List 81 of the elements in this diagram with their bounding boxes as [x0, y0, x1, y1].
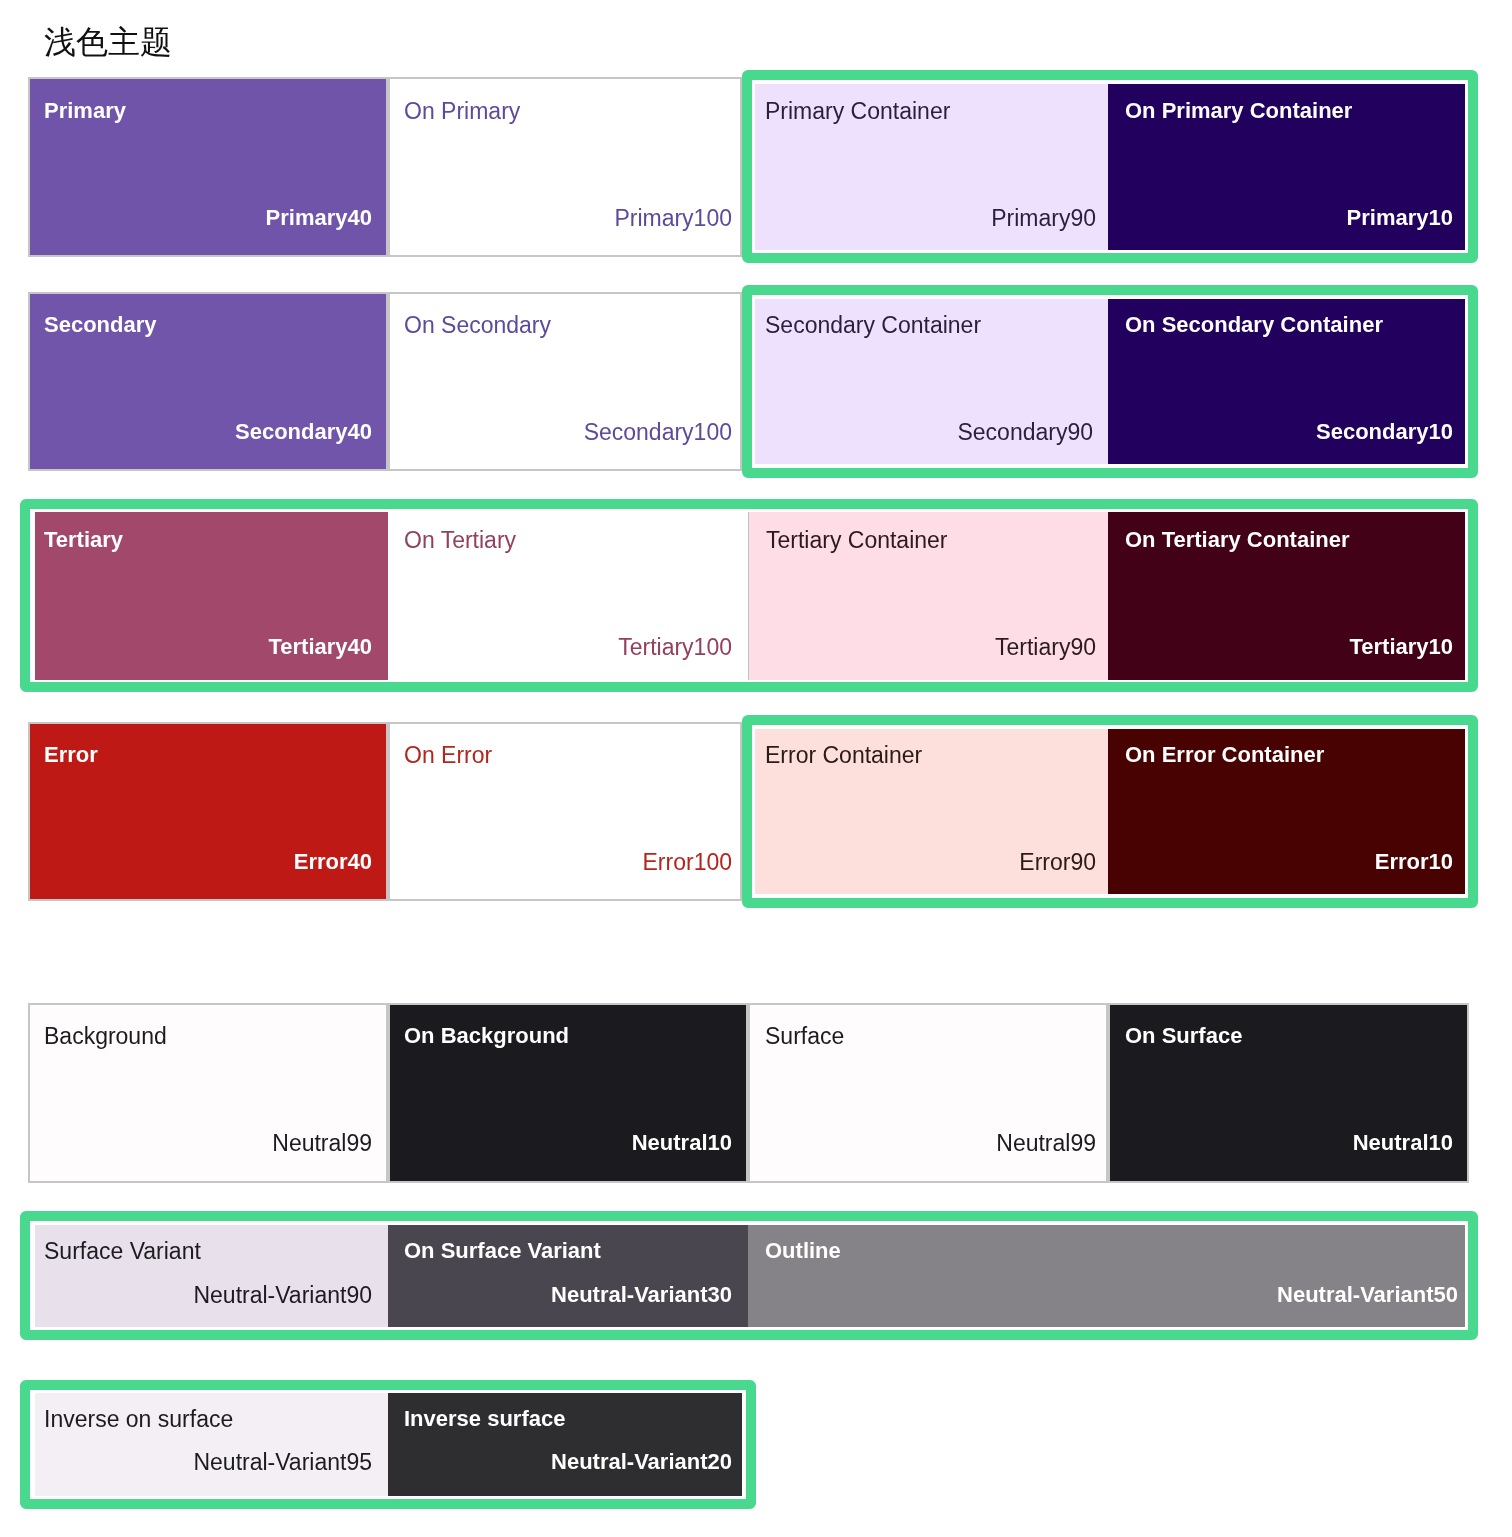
color-swatch [35, 1225, 388, 1327]
color-name: Secondary [44, 312, 157, 338]
tone-label: Neutral99 [996, 1130, 1096, 1156]
color-name: On Primary [404, 98, 521, 124]
color-name: Error Container [765, 742, 923, 768]
tone-label: Secondary100 [583, 419, 732, 445]
color-swatch [1108, 729, 1465, 894]
color-name: Primary Container [765, 98, 951, 124]
color-name: Inverse surface [404, 1406, 566, 1432]
tone-label: Error100 [642, 849, 732, 875]
tone-label: Neutral10 [631, 1130, 732, 1156]
color-name: On Error Container [1125, 742, 1325, 768]
tone-label: Error40 [293, 849, 372, 875]
page-title: 浅色主题 [44, 22, 172, 62]
color-swatch [755, 84, 1108, 250]
color-name: On Background [404, 1023, 569, 1049]
color-name: On Tertiary [404, 527, 517, 553]
color-swatch [28, 722, 388, 901]
color-swatch [388, 722, 742, 901]
tone-label: Primary10 [1346, 205, 1453, 231]
highlight-frame [742, 70, 1478, 263]
highlight-frame [20, 1211, 1478, 1340]
color-name: Outline [765, 1238, 841, 1264]
tone-label: Neutral10 [1352, 1130, 1453, 1156]
tone-label: Neutral-Variant50 [1277, 1282, 1458, 1308]
tone-label: Neutral-Variant20 [551, 1449, 732, 1475]
color-name: On Primary Container [1125, 98, 1353, 124]
highlight-frame [742, 285, 1478, 478]
tone-label: Secondary90 [957, 419, 1093, 445]
color-swatch [748, 1003, 1108, 1183]
tone-label: Tertiary90 [995, 634, 1096, 660]
tone-label: Neutral-Variant30 [551, 1282, 732, 1308]
tone-label: Neutral-Variant95 [193, 1449, 372, 1475]
color-swatch [1108, 299, 1465, 464]
highlight-frame [20, 499, 1478, 692]
color-name: Error [44, 742, 98, 768]
highlight-frame [742, 715, 1478, 908]
color-swatch [35, 512, 388, 680]
tone-label: Secondary10 [1316, 419, 1453, 445]
color-swatch [388, 1225, 748, 1327]
color-name: Inverse on surface [44, 1406, 234, 1432]
color-name: On Surface [1125, 1023, 1243, 1049]
color-swatch [755, 299, 1108, 464]
color-name: Background [44, 1023, 167, 1049]
color-swatch [388, 1393, 742, 1496]
tone-label: Primary90 [991, 205, 1096, 231]
tone-label: Secondary40 [235, 419, 372, 445]
highlight-frame [20, 1380, 756, 1509]
color-swatch [28, 292, 388, 471]
color-name: On Surface Variant [404, 1238, 601, 1264]
color-swatch [755, 729, 1108, 894]
tone-label: Error10 [1374, 849, 1453, 875]
color-name: On Secondary [404, 312, 552, 338]
tone-label: Tertiary10 [1349, 634, 1453, 660]
color-swatch [35, 1393, 388, 1496]
color-name: Surface Variant [44, 1238, 201, 1264]
color-swatch [748, 1225, 1465, 1327]
color-swatch [1108, 84, 1465, 250]
tone-label: Tertiary40 [268, 634, 372, 660]
color-name: Surface [765, 1023, 845, 1049]
color-name: On Tertiary Container [1125, 527, 1350, 553]
color-swatch [388, 1003, 748, 1183]
color-swatch [1108, 512, 1465, 680]
color-name: Tertiary Container [766, 527, 948, 553]
color-swatch [28, 77, 388, 257]
color-name: On Error [404, 742, 493, 768]
tone-label: Neutral99 [272, 1130, 372, 1156]
color-name: On Secondary Container [1125, 312, 1383, 338]
color-name: Tertiary [44, 527, 124, 553]
color-name: Secondary Container [765, 312, 982, 338]
color-swatch [388, 77, 742, 257]
tone-label: Tertiary100 [618, 634, 732, 660]
tone-label: Primary100 [614, 205, 732, 231]
tone-label: Neutral-Variant90 [193, 1282, 372, 1308]
tone-label: Primary40 [265, 205, 372, 231]
tone-label: Error90 [1019, 849, 1096, 875]
color-swatch [388, 292, 742, 471]
color-name: Primary [44, 98, 126, 124]
color-swatch [28, 1003, 388, 1183]
color-swatch [748, 512, 1108, 680]
color-swatch [1108, 1003, 1469, 1183]
